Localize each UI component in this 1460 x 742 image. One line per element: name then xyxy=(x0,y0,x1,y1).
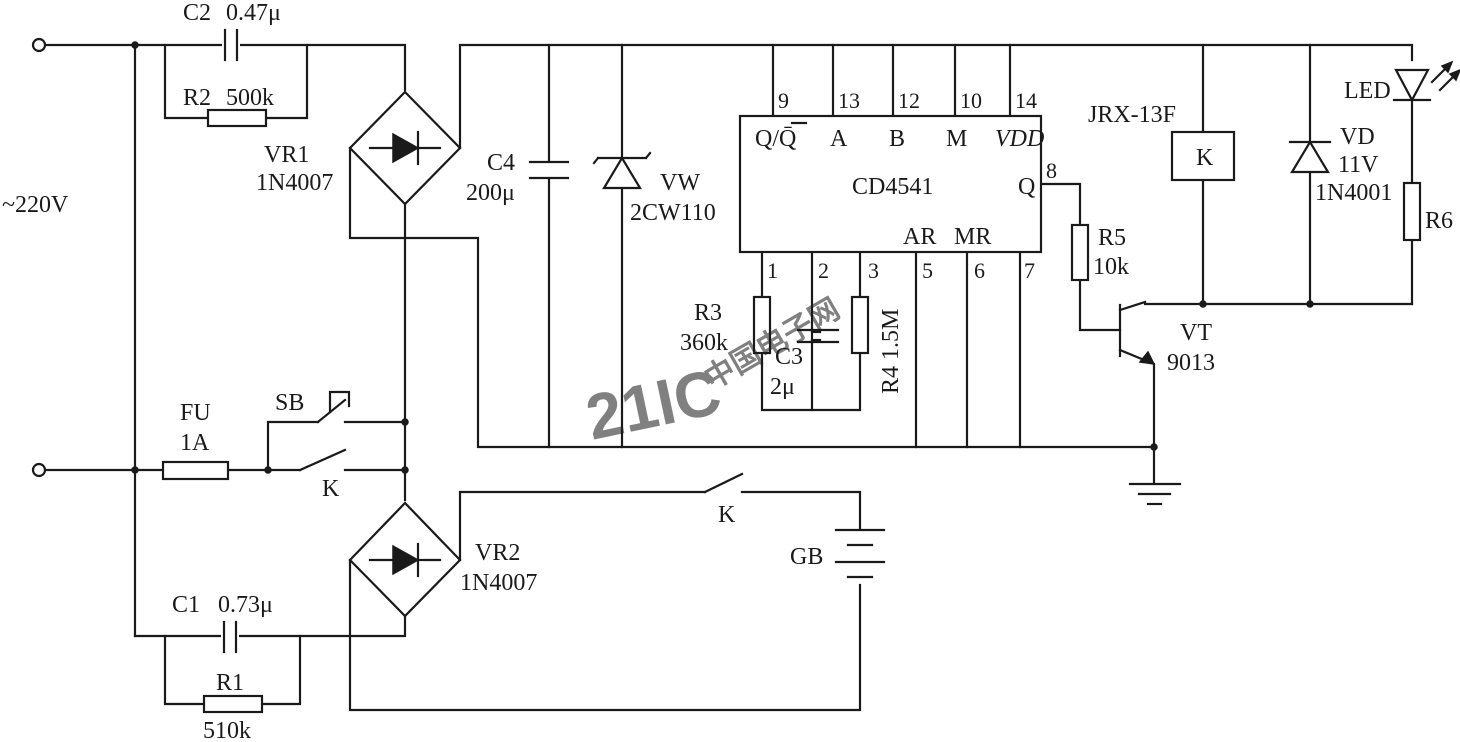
vt-ref: VT xyxy=(1180,320,1212,346)
gb-ref: GB xyxy=(790,544,823,570)
junction-dots xyxy=(131,41,1314,474)
r1-value: 510k xyxy=(203,718,251,742)
fu-value: 1A xyxy=(180,430,210,456)
r1-ref: R1 xyxy=(216,670,244,696)
r6-ref: R6 xyxy=(1425,208,1453,234)
led-ref: LED xyxy=(1344,78,1391,104)
r5-value: 10k xyxy=(1093,254,1129,280)
ic-pin-3: 3 xyxy=(868,258,879,283)
ic-pin-5: 5 xyxy=(922,258,933,283)
vr2-ref: VR2 xyxy=(475,540,520,566)
resistor-r3 xyxy=(752,295,772,355)
vw-ref: VW xyxy=(660,170,700,196)
fuse-fu xyxy=(161,460,230,481)
transistor-vt xyxy=(1118,303,1156,365)
capacitor-c3 xyxy=(796,328,840,344)
ic-name-a: A xyxy=(830,126,848,152)
c2-value: 0.47μ xyxy=(226,0,281,26)
ic-name-mr: MR xyxy=(954,224,991,250)
r4-ref: R4 xyxy=(878,366,904,394)
c1-ref: C1 xyxy=(172,592,200,618)
resistor-r2 xyxy=(206,108,268,128)
resistor-r5 xyxy=(1070,223,1090,282)
ac-terminal-top xyxy=(31,37,47,53)
c1-value: 0.73μ xyxy=(218,592,273,618)
ic-part: CD4541 xyxy=(852,174,933,200)
ic-pin-6: 6 xyxy=(974,258,985,283)
led xyxy=(1392,60,1460,103)
ic-name-b: B xyxy=(889,126,905,152)
capacitor-c2 xyxy=(222,28,240,62)
vd-ref: VD xyxy=(1340,124,1375,150)
ic-name-ar: AR xyxy=(903,224,936,250)
c3-ref: C3 xyxy=(775,344,803,370)
resistor-r1 xyxy=(202,694,264,714)
ic-pin-1: 1 xyxy=(767,258,778,283)
ic-name-vdd: VDD xyxy=(995,126,1044,152)
k1-ref: K xyxy=(322,476,340,502)
vr1-part: 1N4007 xyxy=(256,170,333,196)
vr2-part: 1N4007 xyxy=(460,570,537,596)
ac-terminal-bottom xyxy=(31,462,47,478)
vw-part: 2CW110 xyxy=(630,200,716,226)
switch-sb xyxy=(316,390,351,424)
vr1-ref: VR1 xyxy=(264,142,309,168)
vd-value: 11V xyxy=(1338,152,1379,178)
diode-vd xyxy=(1288,139,1332,174)
supply-voltage: ~220V xyxy=(2,192,69,218)
capacitor-c4 xyxy=(528,160,570,180)
resistor-r6 xyxy=(1402,181,1422,242)
capacitor-c1 xyxy=(221,620,239,654)
c3-value: 2μ xyxy=(770,374,795,400)
r2-ref: R2 xyxy=(183,85,211,111)
r3-value: 360k xyxy=(680,330,728,356)
ic-pin-8: 8 xyxy=(1046,158,1057,183)
ic-pin-14: 14 xyxy=(1015,88,1037,113)
bridge-rectifier-vr1 xyxy=(348,90,462,206)
vd-part: 1N4001 xyxy=(1315,180,1392,206)
relay-coil-k xyxy=(1170,130,1236,182)
ic-name-m: M xyxy=(946,126,967,152)
wires xyxy=(44,43,1414,712)
c4-ref: C4 xyxy=(487,150,515,176)
fu-ref: FU xyxy=(180,400,211,426)
zener-diode-vw xyxy=(592,151,652,190)
k2-ref: K xyxy=(718,502,736,528)
ic-name-qq: Q/Q̄ xyxy=(755,126,796,152)
resistor-r4 xyxy=(850,295,870,355)
ic-name-q: Q xyxy=(1018,174,1035,200)
ic-pin-7: 7 xyxy=(1024,258,1035,283)
relay-part: JRX-13F xyxy=(1088,102,1176,128)
battery-gb xyxy=(834,528,886,579)
r2-value: 500k xyxy=(226,85,274,111)
r5-ref: R5 xyxy=(1098,225,1126,251)
r4-value: 1.5M xyxy=(878,309,904,360)
relay-contact-k2 xyxy=(703,472,744,494)
ic-pin-10: 10 xyxy=(960,88,982,113)
sb-ref: SB xyxy=(275,390,304,416)
relay-coil-label: K xyxy=(1196,145,1214,171)
vt-part: 9013 xyxy=(1167,350,1215,376)
c2-ref: C2 xyxy=(183,0,211,26)
r3-ref: R3 xyxy=(694,300,722,326)
ic-pin-12: 12 xyxy=(898,88,920,113)
c4-value: 200μ xyxy=(466,180,515,206)
ic-pin-9: 9 xyxy=(778,88,789,113)
bridge-rectifier-vr2 xyxy=(348,501,462,618)
ic-cd4541-body xyxy=(738,114,1043,254)
ic-pin-13: 13 xyxy=(838,88,860,113)
relay-contact-k1 xyxy=(298,448,347,472)
ic-pin-2: 2 xyxy=(818,258,829,283)
ground-symbol xyxy=(1128,482,1182,506)
